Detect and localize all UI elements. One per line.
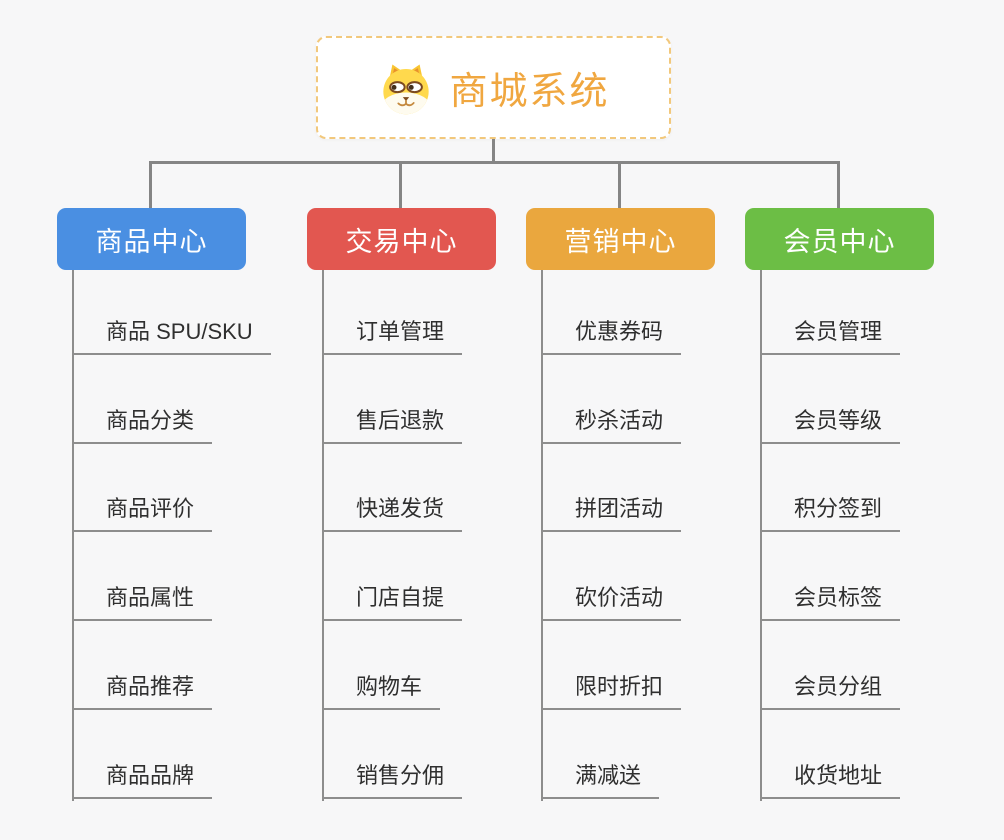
branch-marketing-center: 营销中心 优惠券码 秒杀活动 拼团活动 砍价活动 限时折扣 满减送 [526,208,776,828]
connector-root-stem [492,139,495,163]
branch-connector-line [760,270,762,801]
leaf-topic[interactable]: 商品分类 [72,406,213,444]
leaf-topic[interactable]: 会员标签 [760,583,901,621]
branch-connector-line [322,270,324,801]
branch-connector-line [541,270,543,801]
root-topic-label: 商城系统 [449,71,610,113]
leaf-topic[interactable]: 会员管理 [760,317,901,355]
connector-drop [837,161,840,208]
leaf-topic[interactable]: 商品推荐 [72,672,213,710]
branch-member-center: 会员中心 会员管理 会员等级 积分签到 会员标签 会员分组 收货地址 [745,208,995,828]
leaf-topic[interactable]: 优惠券码 [541,317,682,355]
leaf-topic[interactable]: 销售分佣 [322,761,463,799]
leaf-topic[interactable]: 商品品牌 [72,761,213,799]
leaf-topic[interactable]: 会员等级 [760,406,901,444]
leaf-topic[interactable]: 商品属性 [72,583,213,621]
branch-topic-product-center[interactable]: 商品中心 [57,208,246,270]
connector-drop [618,161,621,208]
branch-topic-marketing-center[interactable]: 营销中心 [526,208,715,270]
branch-transaction-center: 交易中心 订单管理 售后退款 快递发货 门店自提 购物车 销售分佣 [307,208,557,828]
branch-topic-transaction-center[interactable]: 交易中心 [307,208,496,270]
leaf-topic[interactable]: 快递发货 [322,494,463,532]
connector-horizontal-rail [149,161,840,164]
connector-drop [149,161,152,208]
leaf-topic[interactable]: 售后退款 [322,406,463,444]
leaf-topic[interactable]: 拼团活动 [541,494,682,532]
leaf-topic[interactable]: 商品评价 [72,494,213,532]
leaf-topic[interactable]: 门店自提 [322,583,463,621]
leaf-topic[interactable]: 秒杀活动 [541,406,682,444]
leaf-topic[interactable]: 满减送 [541,761,660,799]
connector-drop [399,161,402,208]
branch-connector-line [72,270,74,801]
dog-face-icon [383,63,430,114]
leaf-topic[interactable]: 会员分组 [760,672,901,710]
root-topic[interactable]: 商城系统 [316,36,671,139]
leaf-topic[interactable]: 限时折扣 [541,672,682,710]
leaf-topic[interactable]: 收货地址 [760,761,901,799]
leaf-topic[interactable]: 积分签到 [760,494,901,532]
branch-topic-member-center[interactable]: 会员中心 [745,208,934,270]
leaf-topic[interactable]: 砍价活动 [541,583,682,621]
branch-product-center: 商品中心 商品 SPU/SKU 商品分类 商品评价 商品属性 商品推荐 商品品牌 [57,208,307,828]
leaf-topic[interactable]: 订单管理 [322,317,463,355]
leaf-topic[interactable]: 购物车 [322,672,441,710]
leaf-topic[interactable]: 商品 SPU/SKU [72,317,271,355]
